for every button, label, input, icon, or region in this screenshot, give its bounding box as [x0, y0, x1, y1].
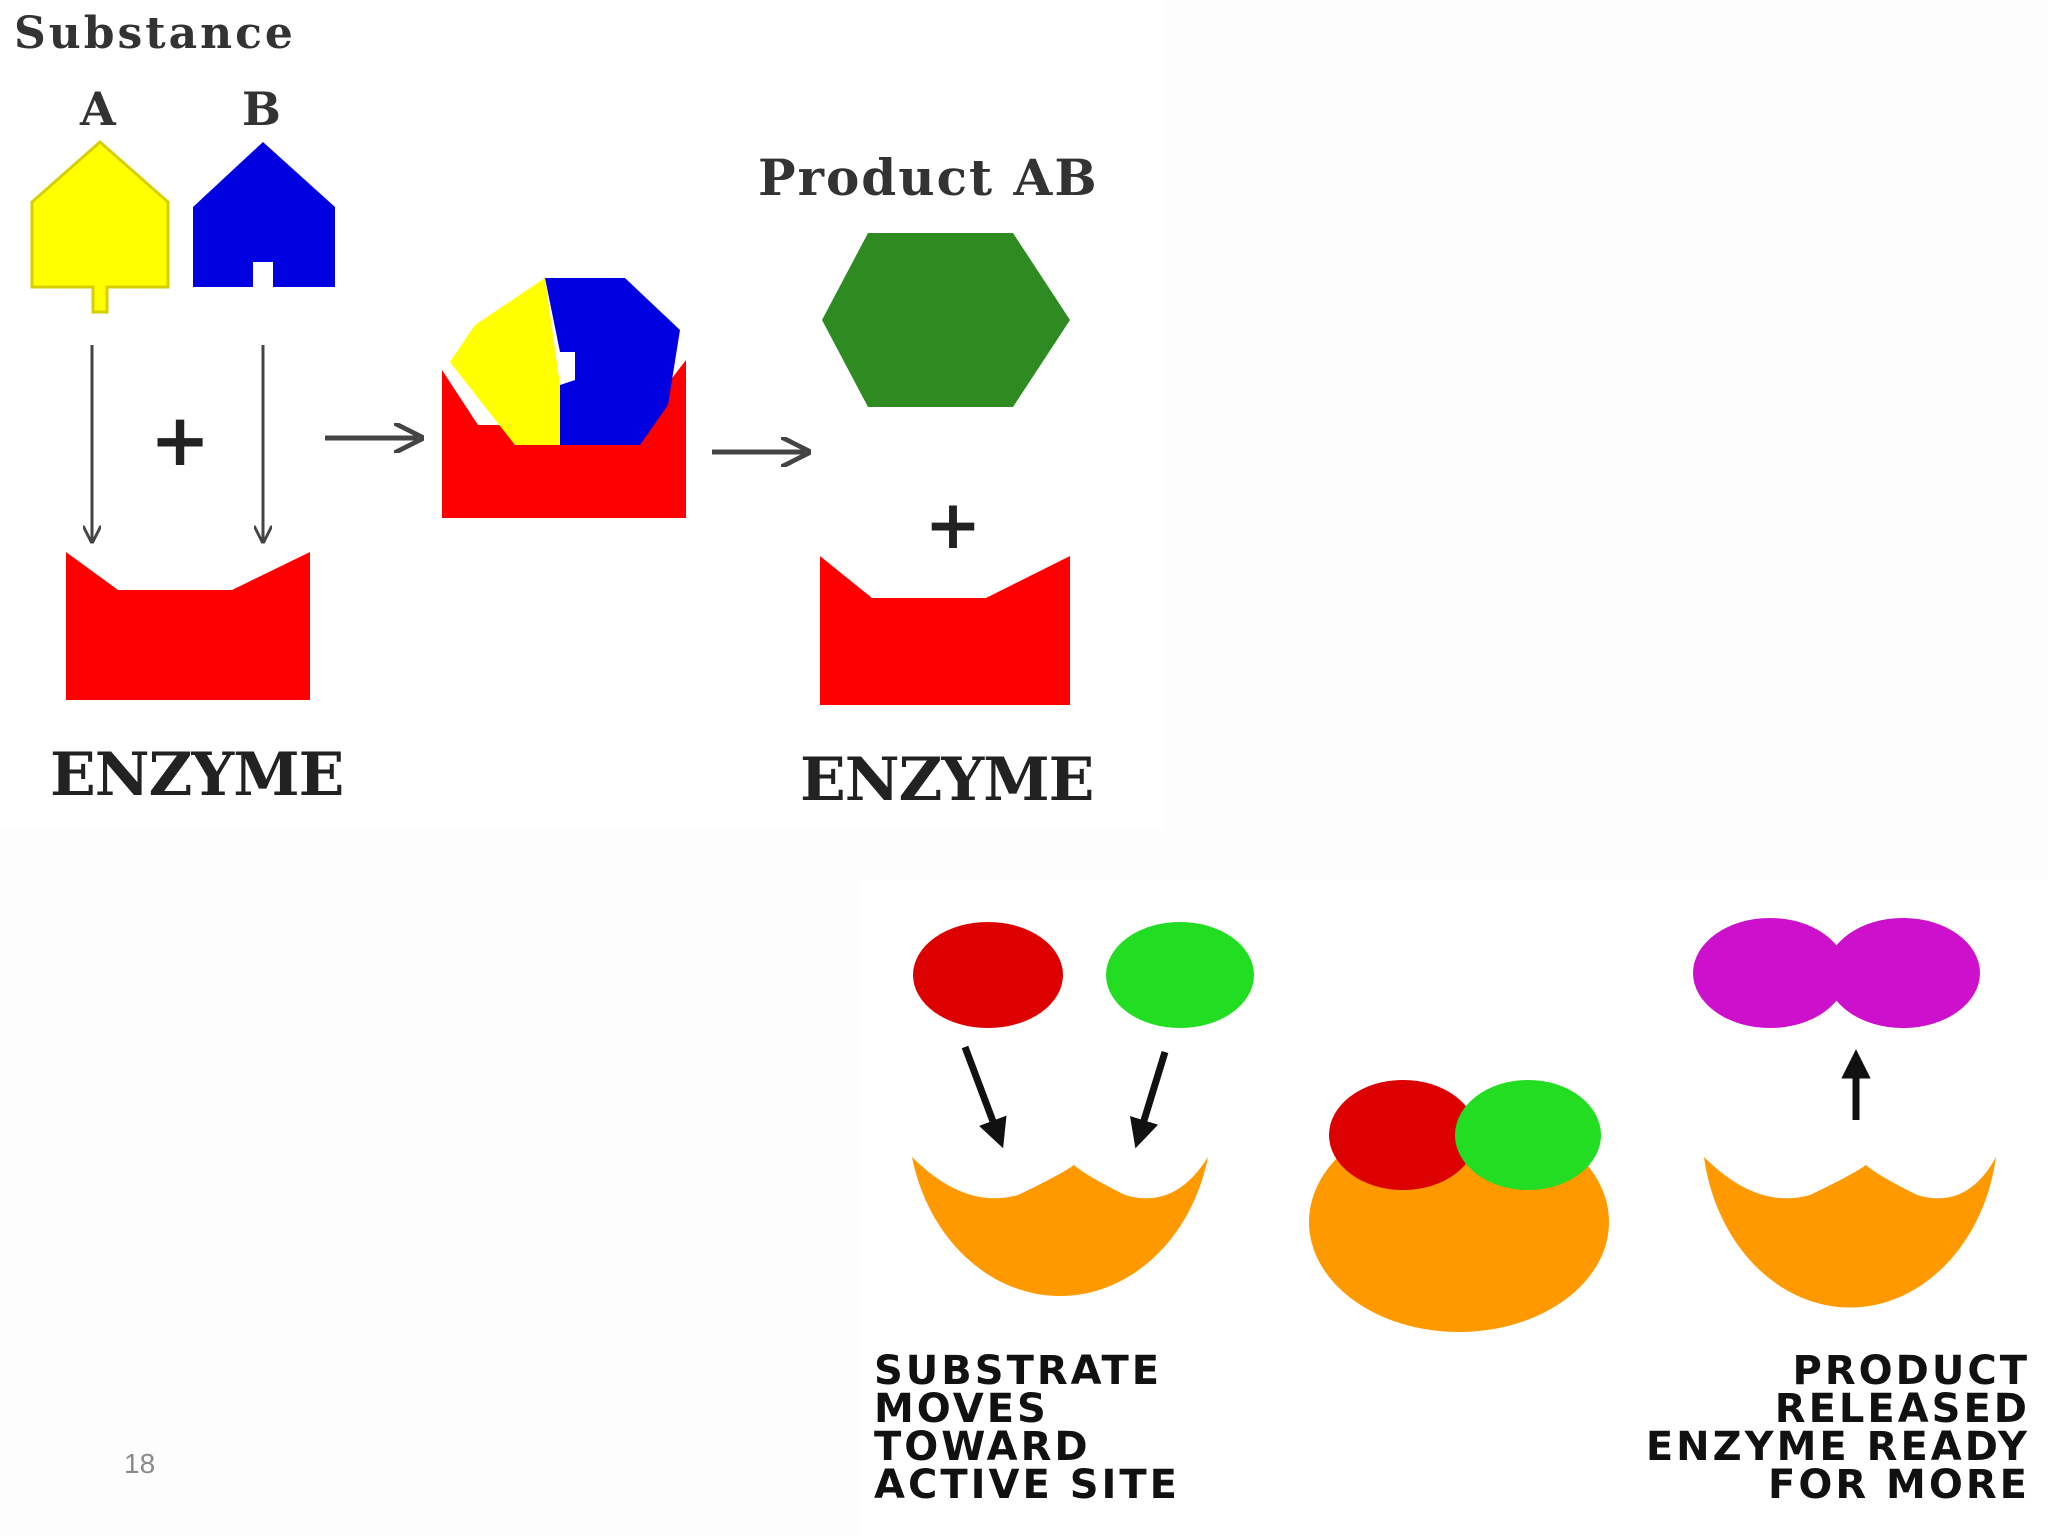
product-ab-label: Product AB [758, 148, 1099, 207]
complex-substance-b [545, 278, 680, 445]
product-ab-hexagon [822, 233, 1070, 407]
caption-product-released: PRODUCT RELEASED ENZYME READY FOR MORE [1645, 1348, 2030, 1508]
substance-a-label: A [80, 82, 116, 136]
enzyme-left-shape [66, 552, 310, 700]
enzyme-orange-1 [912, 1157, 1208, 1296]
enzyme-right-shape [820, 556, 1070, 705]
complex-substance-a [450, 278, 560, 445]
slide-number: 18 [124, 1448, 156, 1479]
arrow-green-to-site [1129, 1050, 1169, 1149]
caption-substrate-moves: SUBSTRATE MOVES TOWARD ACTIVE SITE [874, 1348, 1180, 1508]
enzyme-label-left: ENZYME [50, 740, 344, 810]
plus-sign-1: + [150, 398, 210, 482]
product-purple-right [1826, 918, 1980, 1028]
enzyme-label-right: ENZYME [800, 745, 1094, 815]
substrate-red [913, 922, 1063, 1028]
bound-substrate-red [1329, 1080, 1477, 1190]
substance-b-label: B [242, 82, 281, 136]
arrow-red-to-site [961, 1045, 1007, 1149]
bound-substrate-green [1455, 1080, 1601, 1190]
plus-sign-2: + [925, 486, 982, 565]
substance-label: Substance [14, 8, 296, 59]
substance-a-shape [30, 139, 170, 314]
product-purple-left [1693, 918, 1847, 1028]
enzyme-orange-3 [1704, 1157, 1996, 1308]
substrate-green [1106, 922, 1254, 1028]
substance-b-shape [193, 142, 335, 287]
